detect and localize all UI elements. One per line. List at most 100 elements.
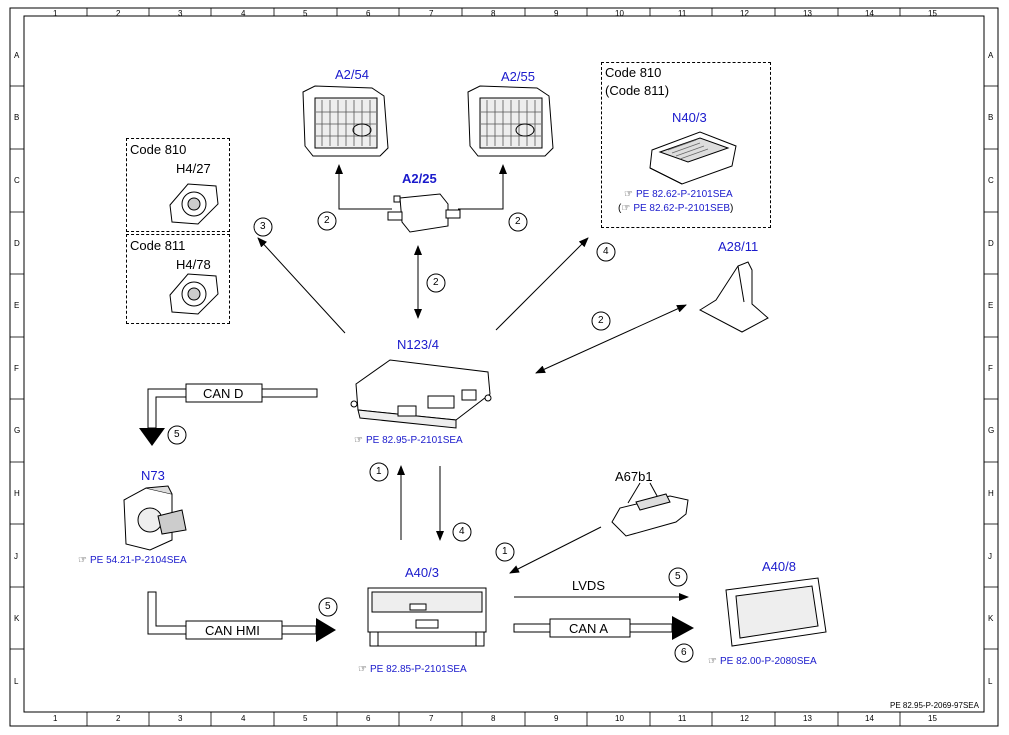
arrow-a2-25-to-a2-54 [335, 164, 392, 210]
callout-c12-circle [318, 597, 338, 617]
ruler-row-f-right: F [988, 364, 993, 373]
n123-4-illustration [350, 359, 492, 429]
ref-n123-4: ☞PE 82.95-P-2101SEA [354, 436, 463, 446]
ref-n40-3-b: (☞PE 82.62-P-2101SEB) [618, 204, 733, 214]
ruler-col-2-bottom: 2 [116, 714, 121, 723]
ruler-row-d-right: D [988, 239, 994, 248]
ruler-row-b-right: B [988, 113, 994, 122]
label-n123-4: N123/4 [397, 337, 439, 352]
ruler-col-12: 12 [740, 9, 749, 18]
ref-n40-3-a-text: PE 82.62-P-2101SEA [635, 189, 733, 200]
ruler-col-1: 1 [53, 9, 58, 18]
label-h4-78: H4/78 [176, 257, 211, 272]
callout-c6-circle [591, 311, 611, 331]
label-a67b1: A67b1 [615, 469, 653, 484]
ruler-row-k-right: K [988, 614, 994, 623]
ruler-col-4: 4 [241, 9, 246, 18]
label-a40-8: A40/8 [762, 559, 796, 574]
arrow-n123-4-to-h4 [257, 237, 346, 334]
h4-78-illustration [169, 273, 219, 315]
bus-label-can-a: CAN A [569, 621, 609, 636]
ruler-col-15-bottom: 15 [928, 714, 937, 723]
callout-c4: 2 [433, 277, 439, 288]
ruler-row-d: D [14, 239, 20, 248]
a2-55-illustration [467, 85, 554, 157]
inner-frame [23, 15, 985, 713]
label-code-811-speaker: Code 811 [130, 238, 186, 253]
bus-label-can-hmi: CAN HMI [205, 623, 260, 638]
ruler-row-k: K [14, 614, 20, 623]
label-h4-27: H4/27 [176, 161, 211, 176]
ruler-row-g-right: G [988, 426, 995, 435]
ref-n123-4-text: PE 82.95-P-2101SEA [365, 435, 463, 446]
ref-n40-3-b-text: PE 82.62-P-2101SEB [633, 203, 731, 214]
arrow-n123-4-to-n40-3 [495, 237, 589, 331]
ruler-col-13-bottom: 13 [803, 714, 812, 723]
callout-c5: 4 [603, 246, 609, 257]
pointing-hand-icon: ☞ [624, 189, 633, 200]
callout-c3-circle [253, 217, 273, 237]
ref-a40-8: ☞PE 82.00-P-2080SEA [708, 657, 817, 667]
pointing-hand-icon: ☞ [621, 203, 631, 214]
label-a40-3: A40/3 [405, 565, 439, 580]
ref-a40-3: ☞PE 82.85-P-2101SEA [358, 665, 467, 675]
bus-can-hmi [147, 591, 336, 642]
ruler-col-6-bottom: 6 [366, 714, 371, 723]
callout-c4-circle [426, 273, 446, 293]
callout-c11: 5 [675, 571, 681, 582]
label-code-810-speaker: Code 810 [130, 142, 187, 157]
ref-n73: ☞PE 54.21-P-2104SEA [78, 556, 187, 566]
ref-a40-8-text: PE 82.00-P-2080SEA [719, 656, 817, 667]
ruler-row-b: B [14, 113, 20, 122]
callout-c11-circle [668, 567, 688, 587]
ruler-col-8: 8 [491, 9, 496, 18]
n73-illustration [123, 485, 187, 551]
ruler-col-15: 15 [928, 9, 937, 18]
label-code-810-n40-3: Code 810 [605, 65, 662, 80]
ruler-col-5: 5 [303, 9, 308, 18]
callout-c2: 2 [515, 216, 521, 227]
callout-c5-circle [596, 242, 616, 262]
callout-c6: 2 [598, 315, 604, 326]
code-box-n40-3 [601, 62, 771, 228]
code-box-h4-27 [126, 138, 230, 232]
callout-c9: 4 [459, 526, 465, 537]
ruler-row-e-right: E [988, 301, 994, 310]
ruler-row-l: L [14, 677, 19, 686]
ruler-col-12-bottom: 12 [740, 714, 749, 723]
pointing-hand-icon: ☞ [708, 656, 717, 667]
ruler-col-7: 7 [429, 9, 434, 18]
callout-c12: 5 [325, 601, 331, 612]
callout-c8-circle [369, 462, 389, 482]
callout-c13-circle [674, 643, 694, 663]
pointing-hand-icon: ☞ [354, 435, 363, 446]
ref-n40-3-b-open: ( [618, 203, 622, 214]
ruler-col-3: 3 [178, 9, 183, 18]
code-box-h4-78 [126, 234, 230, 324]
ruler-col-9: 9 [554, 9, 559, 18]
callout-c7: 5 [174, 429, 180, 440]
leader-a67b1-1 [627, 482, 641, 504]
arrow-a67b1-to-a40-3 [509, 526, 602, 574]
arrow-a2-25-to-a2-55 [458, 164, 507, 210]
callout-c2-circle [508, 212, 528, 232]
ruler-row-h-right: H [988, 489, 994, 498]
label-a2-25: A2/25 [402, 171, 437, 186]
pointing-hand-icon: ☞ [78, 555, 87, 566]
ruler-col-13: 13 [803, 9, 812, 18]
ruler-col-11: 11 [678, 9, 687, 18]
ruler-row-g: G [14, 426, 21, 435]
ref-n40-3-a: ☞PE 82.62-P-2101SEA [624, 190, 733, 200]
ruler-col-5-bottom: 5 [303, 714, 308, 723]
ruler-col-2: 2 [116, 9, 121, 18]
callout-c13: 6 [681, 647, 687, 658]
ruler-col-11-bottom: 11 [678, 714, 687, 723]
label-n73: N73 [141, 468, 165, 483]
callout-c8: 1 [376, 466, 382, 477]
bus-can-d [139, 383, 318, 446]
ref-a40-3-text: PE 82.85-P-2101SEA [369, 664, 467, 675]
ruler-row-j-right: J [988, 552, 992, 561]
callout-c1: 2 [324, 215, 330, 226]
ruler-col-8-bottom: 8 [491, 714, 496, 723]
